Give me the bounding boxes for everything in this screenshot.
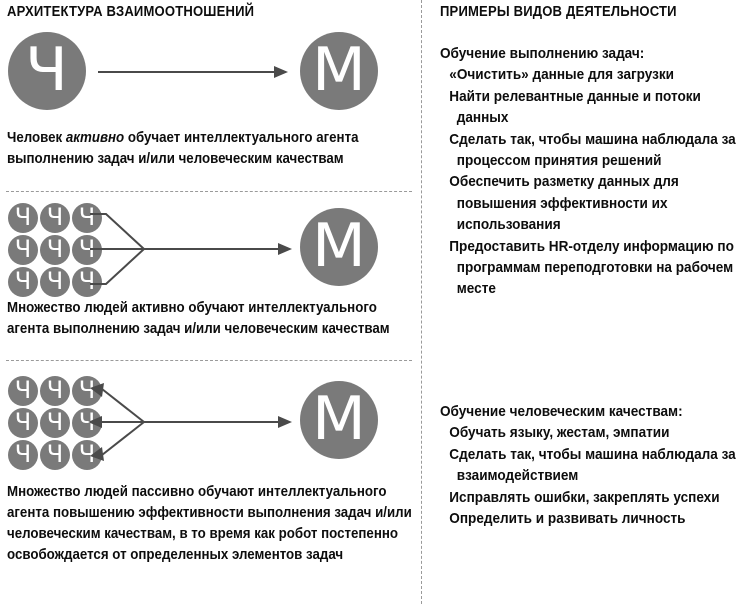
diagram-many-to-one-passive: Ч Ч Ч Ч Ч Ч Ч Ч Ч М xyxy=(0,376,421,470)
group-item-list: «Очистить» данные для загрузки Найти рел… xyxy=(440,65,738,300)
node-human-glyph: Ч xyxy=(46,376,64,404)
group-heading: Обучение выполнению задач: xyxy=(440,46,645,62)
caption-1-emphasis: активно xyxy=(65,130,125,146)
node-machine-glyph: М xyxy=(312,383,366,454)
node-machine-2: М xyxy=(300,208,378,286)
node-human-small: Ч xyxy=(8,267,38,297)
node-human-small: Ч xyxy=(40,235,70,265)
node-human-small: Ч xyxy=(40,267,70,297)
node-human-glyph: Ч xyxy=(25,34,69,105)
node-human-single: Ч xyxy=(8,32,86,110)
node-human-small: Ч xyxy=(8,440,38,470)
caption-1-part-b: обучает интеллектуального агента выполне… xyxy=(7,130,359,167)
node-human-grid-passive: Ч Ч Ч Ч Ч Ч Ч Ч Ч xyxy=(8,376,102,470)
node-human-glyph: Ч xyxy=(78,408,96,436)
node-human-glyph: Ч xyxy=(14,235,32,263)
arrow-converging-right xyxy=(90,213,292,285)
node-human-grid-active: Ч Ч Ч Ч Ч Ч Ч Ч Ч xyxy=(8,203,102,297)
left-column-title: АРХИТЕКТУРА ВЗАИМООТНОШЕНИЙ xyxy=(7,4,255,20)
node-machine-glyph: М xyxy=(312,210,366,281)
section-divider-2 xyxy=(6,360,412,361)
arrow-bidirectional xyxy=(88,383,292,461)
right-column-title: ПРИМЕРЫ ВИДОВ ДЕЯТЕЛЬНОСТИ xyxy=(440,4,677,20)
activity-group-tasks: Обучение выполнению задач: «Очистить» да… xyxy=(440,44,738,301)
node-human-glyph: Ч xyxy=(46,203,64,231)
caption-block-2: Множество людей активно обучают интеллек… xyxy=(7,298,421,340)
list-item: «Очистить» данные для загрузки xyxy=(449,67,675,84)
node-human-small: Ч xyxy=(72,267,102,297)
node-human-small: Ч xyxy=(8,203,38,233)
node-human-glyph: Ч xyxy=(14,203,32,231)
list-item: Определить и развивать личность xyxy=(449,511,686,528)
list-item: Обучать языку, жестам, эмпатии xyxy=(449,425,670,442)
list-item: Предоставить HR-отделу информацию по про… xyxy=(449,238,734,298)
node-human-small: Ч xyxy=(40,203,70,233)
list-item: Сделать так, чтобы машина наблюдала за п… xyxy=(449,131,736,170)
node-human-small: Ч xyxy=(72,440,102,470)
node-human-small: Ч xyxy=(40,408,70,438)
node-human-small: Ч xyxy=(40,376,70,406)
list-item: Исправлять ошибки, закреплять успехи xyxy=(449,489,720,506)
node-human-small: Ч xyxy=(8,235,38,265)
node-human-small: Ч xyxy=(40,440,70,470)
node-human-glyph: Ч xyxy=(14,440,32,468)
list-item: Найти релевантные данные и потоки данных xyxy=(449,88,701,127)
node-human-glyph: Ч xyxy=(46,267,64,295)
list-item: Обеспечить разметку данных для повышения… xyxy=(449,174,679,234)
right-column: ПРИМЕРЫ ВИДОВ ДЕЯТЕЛЬНОСТИ Обучение выпо… xyxy=(440,0,738,604)
caption-block-3: Множество людей пассивно обучают интелле… xyxy=(7,482,421,566)
list-item: Сделать так, чтобы машина наблюдала за в… xyxy=(449,446,736,485)
column-divider xyxy=(421,0,422,604)
node-human-glyph: Ч xyxy=(14,267,32,295)
node-human-glyph: Ч xyxy=(78,376,96,404)
arrow-single-right xyxy=(98,66,288,78)
left-column: АРХИТЕКТУРА ВЗАИМООТНОШЕНИЙ Ч М Человек … xyxy=(0,4,421,566)
node-human-small: Ч xyxy=(8,376,38,406)
diagram-one-to-one-active: Ч М xyxy=(0,32,421,127)
group-item-list: Обучать языку, жестам, эмпатии Сделать т… xyxy=(440,423,738,530)
caption-1-part-a: Человек xyxy=(7,130,66,146)
diagram-many-to-one-active: Ч Ч Ч Ч Ч Ч Ч Ч Ч М xyxy=(0,203,421,297)
caption-block-1: Человек активно обучает интеллектуальног… xyxy=(7,128,421,170)
node-human-glyph: Ч xyxy=(78,267,96,295)
caption-3-text: Множество людей пассивно обучают интелле… xyxy=(7,484,412,563)
group-heading: Обучение человеческим качествам: xyxy=(440,404,683,420)
node-machine-glyph: М xyxy=(312,34,366,105)
activity-group-human-qualities: Обучение человеческим качествам: Обучать… xyxy=(440,402,738,530)
section-divider-1 xyxy=(6,191,412,192)
node-human-glyph: Ч xyxy=(14,408,32,436)
node-human-glyph: Ч xyxy=(46,235,64,263)
node-machine-1: М xyxy=(300,32,378,110)
node-machine-3: М xyxy=(300,381,378,459)
node-human-small: Ч xyxy=(72,203,102,233)
node-human-glyph: Ч xyxy=(46,440,64,468)
caption-2-text: Множество людей активно обучают интеллек… xyxy=(7,300,390,337)
node-human-small: Ч xyxy=(8,408,38,438)
node-human-glyph: Ч xyxy=(46,408,64,436)
node-human-glyph: Ч xyxy=(78,440,96,468)
node-human-glyph: Ч xyxy=(78,235,96,263)
node-human-glyph: Ч xyxy=(78,203,96,231)
node-human-glyph: Ч xyxy=(14,376,32,404)
